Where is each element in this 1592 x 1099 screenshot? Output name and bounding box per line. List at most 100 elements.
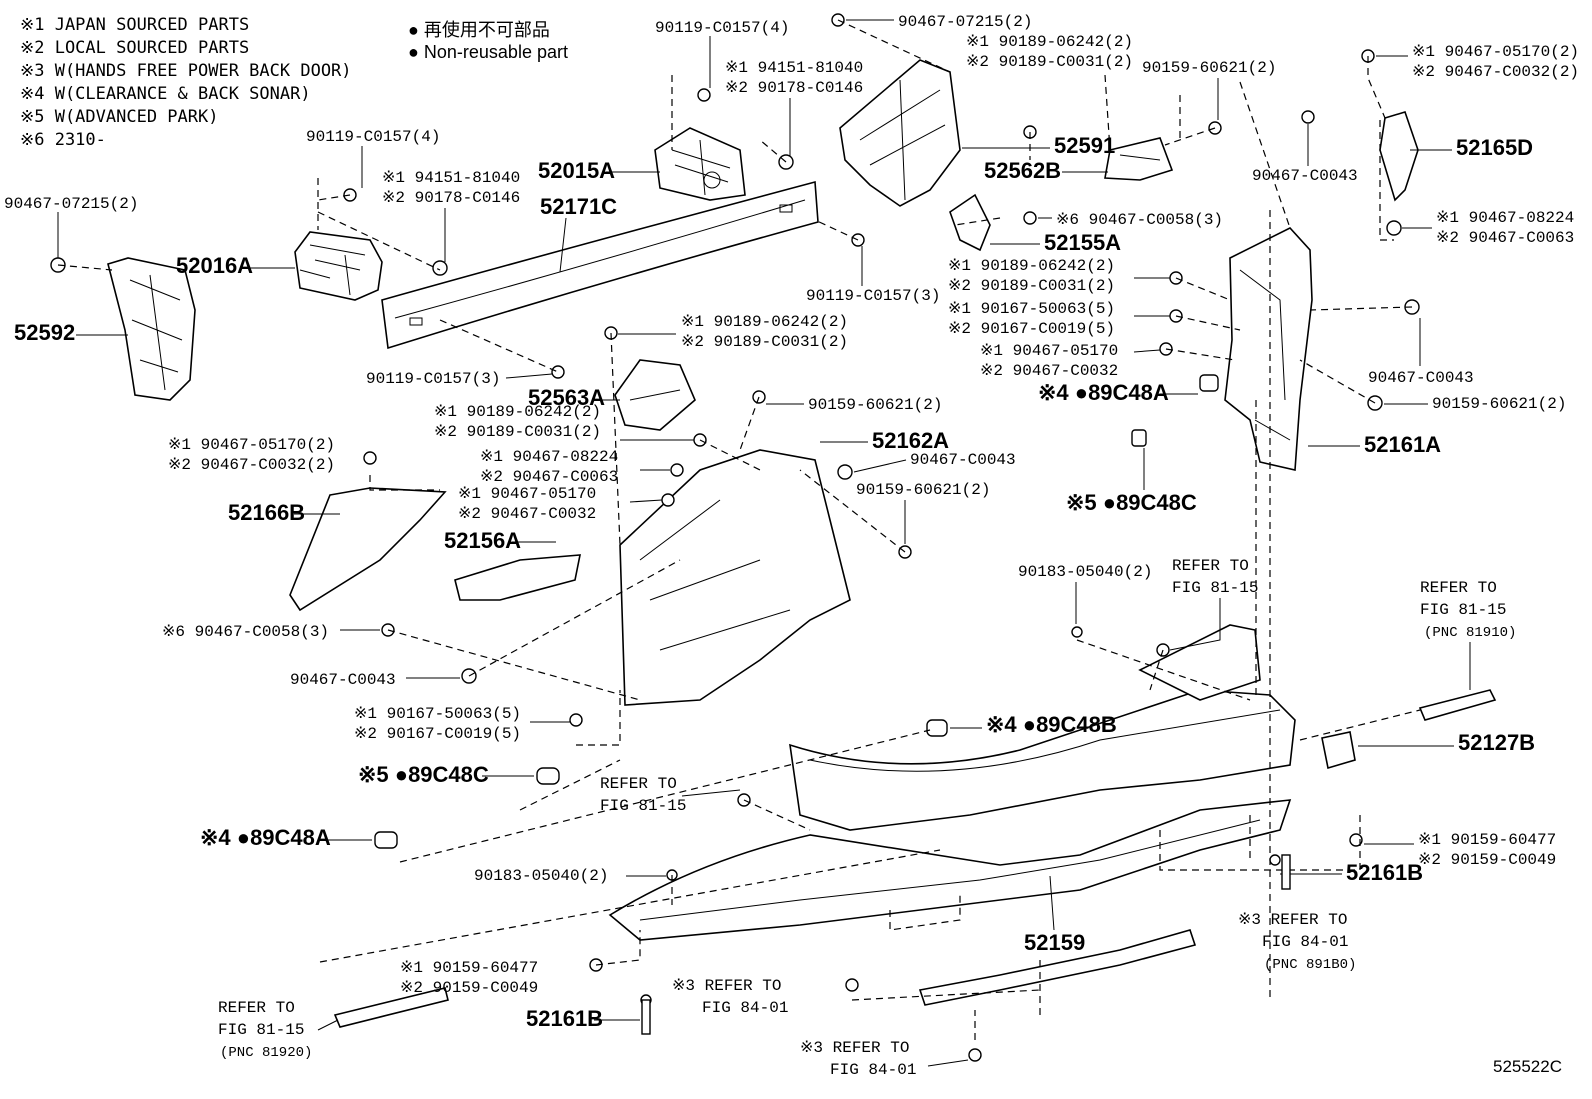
- callout-90167-50063-left: ※1 90167-50063(5): [354, 705, 521, 723]
- callout-52015A: 52015A: [538, 158, 615, 183]
- callout-90189-C0031-right: ※2 90189-C0031(2): [948, 277, 1115, 295]
- legend-note-1: ※1 JAPAN SOURCED PARTS: [20, 15, 250, 35]
- callout-90467-C0043-right: 90467-C0043: [1368, 369, 1474, 387]
- callout-refer-81-15-left-b: FIG 81-15: [218, 1021, 304, 1039]
- part-52016A-bracket: [294, 231, 383, 301]
- part-52162A-bracket: [619, 449, 851, 706]
- nonreusable-dot-icon: ●: [408, 42, 419, 62]
- part-reflector-left: [333, 987, 449, 1028]
- callout-90119-C0157-3-left: 90119-C0157(3): [366, 370, 500, 388]
- callout-90189-06242-top: ※1 90189-06242(2): [966, 33, 1133, 51]
- callout-90119-C0157-3-right: 90119-C0157(3): [806, 287, 940, 305]
- part-52592-bracket: [107, 257, 196, 401]
- part-52562B-retainer: [1104, 137, 1174, 181]
- callout-52591: 52591: [1054, 133, 1115, 158]
- callout-90189-C0031-mid: ※2 90189-C0031(2): [681, 333, 848, 351]
- callout-90467-C0063-left: ※2 90467-C0063: [480, 468, 618, 486]
- callout-90467-05170-top: ※1 90467-05170(2): [1412, 43, 1579, 61]
- callout-52166B: 52166B: [228, 500, 305, 525]
- callout-refer-81-15-right-b: FIG 81-15: [1420, 601, 1506, 619]
- sensor-89C48B-icon: [926, 719, 948, 737]
- callout-90189-06242-mid: ※1 90189-06242(2): [681, 313, 848, 331]
- callout-refer-81-15-mid-a: REFER TO: [1172, 557, 1249, 575]
- callout-pnc-81920: (PNC 81920): [220, 1045, 312, 1061]
- callout-52155A: 52155A: [1044, 230, 1121, 255]
- callout-90467-C0032-right: ※2 90467-C0032: [980, 362, 1118, 380]
- callout-pnc-891B0: (PNC 891B0): [1264, 957, 1356, 973]
- callout-refer-81-15-right-a: REFER TO: [1420, 579, 1497, 597]
- part-52159-lower-cover: [608, 799, 1292, 941]
- callout-refer-84-01-low-b: FIG 84-01: [830, 1061, 916, 1079]
- callout-90159-60621-low: 90159-60621(2): [856, 481, 990, 499]
- part-52015A-bracket: [654, 127, 746, 201]
- sensor-89C48A-right-icon: [1199, 374, 1219, 392]
- callout-89C48A-right: ※4 ●89C48A: [1038, 380, 1169, 405]
- callout-89C48B: ※4 ●89C48B: [986, 712, 1117, 737]
- assembly-dashed-lines: [57, 19, 1421, 1040]
- callout-90189-06242-right: ※1 90189-06242(2): [948, 257, 1115, 275]
- callout-90467-C0043-mid: 90467-C0043: [910, 451, 1016, 469]
- part-52156A-bracket: [454, 554, 581, 601]
- legend-note-5: ※5 W(ADVANCED PARK): [20, 107, 219, 127]
- callout-90189-C0031-top: ※2 90189-C0031(2): [966, 53, 1133, 71]
- callout-52161A: 52161A: [1364, 432, 1441, 457]
- callout-90178-C0146-left: ※2 90178-C0146: [382, 189, 520, 207]
- nonreusable-legend-en: ● Non-reusable part: [408, 42, 568, 62]
- callout-90467-C0032-left: ※2 90467-C0032(2): [168, 456, 335, 474]
- callout-90119-C0157-4-top: 90119-C0157(4): [655, 19, 789, 37]
- callout-refer-81-15-low-b: FIG 81-15: [600, 797, 686, 815]
- callout-52161B-left: 52161B: [526, 1006, 603, 1031]
- callout-90159-C0049-right: ※2 90159-C0049: [1418, 851, 1556, 869]
- sensor-89C48C-right-icon: [1131, 429, 1147, 447]
- callout-refer-84-01-right-a: ※3 REFER TO: [1238, 911, 1347, 929]
- callout-52162A: 52162A: [872, 428, 949, 453]
- callout-90467-08224-right: ※1 90467-08224: [1436, 209, 1574, 227]
- nonreusable-legend-jp: ● 再使用不可部品: [408, 20, 550, 40]
- callout-52016A: 52016A: [176, 253, 253, 278]
- sensor-89C48C-icon: [536, 767, 560, 785]
- legend-note-2: ※2 LOCAL SOURCED PARTS: [20, 38, 250, 58]
- screw-52161B-right-icon: [1281, 854, 1291, 890]
- callout-90159-60477-right: ※1 90159-60477: [1418, 831, 1556, 849]
- callout-90159-60621-top: 90159-60621(2): [1142, 59, 1276, 77]
- callout-90183-05040-top: 90183-05040(2): [1018, 563, 1152, 581]
- callout-90467-C0043-left: 90467-C0043: [290, 671, 396, 689]
- callout-90467-07215-top: 90467-07215(2): [898, 13, 1032, 31]
- part-52591-bracket: [839, 59, 961, 207]
- callout-90467-05170-left: ※1 90467-05170(2): [168, 436, 335, 454]
- callout-refer-84-01-right-b: FIG 84-01: [1262, 933, 1348, 951]
- callout-90467-C0058-left: ※6 90467-C0058(3): [162, 623, 329, 641]
- callout-90167-50063-right: ※1 90167-50063(5): [948, 300, 1115, 318]
- callout-90467-05170-right: ※1 90467-05170: [980, 342, 1118, 360]
- callout-90183-05040-low: 90183-05040(2): [474, 867, 608, 885]
- callout-52562B: 52562B: [984, 158, 1061, 183]
- callout-90467-C0058-right: ※6 90467-C0058(3): [1056, 211, 1223, 229]
- callout-90167-C0019-right: ※2 90167-C0019(5): [948, 320, 1115, 338]
- callout-52563A: 52563A: [528, 385, 605, 410]
- part-52127B-cap: [1321, 731, 1356, 770]
- callout-refer-84-01-mid-a: ※3 REFER TO: [672, 977, 781, 995]
- callout-90467-C0032-top: ※2 90467-C0032(2): [1412, 63, 1579, 81]
- callout-90467-08224-left: ※1 90467-08224: [480, 448, 618, 466]
- callout-refer-84-01-mid-b: FIG 84-01: [702, 999, 788, 1017]
- callout-89C48A-left: ※4 ●89C48A: [200, 825, 331, 850]
- callout-52161B-right: 52161B: [1346, 860, 1423, 885]
- part-52166B-bracket: [289, 487, 447, 612]
- callout-90119-C0157-4-left: 90119-C0157(4): [306, 128, 440, 146]
- part-52165D-bracket: [1379, 111, 1419, 202]
- screw-52161B-left-icon: [641, 999, 651, 1035]
- callout-refer-81-15-low-a: REFER TO: [600, 775, 677, 793]
- callout-refer-81-15-mid-b: FIG 81-15: [1172, 579, 1258, 597]
- callout-90167-C0019-left: ※2 90167-C0019(5): [354, 725, 521, 743]
- callout-94151-81040-top: ※1 94151-81040: [725, 59, 863, 77]
- part-bumper-cover-upper: [789, 624, 1296, 831]
- callout-90189-C0031-left: ※2 90189-C0031(2): [434, 423, 601, 441]
- callout-90467-C0063-right: ※2 90467-C0063: [1436, 229, 1574, 247]
- callout-refer-84-01-low-a: ※3 REFER TO: [800, 1039, 909, 1057]
- callout-90178-C0146-top: ※2 90178-C0146: [725, 79, 863, 97]
- callout-52156A: 52156A: [444, 528, 521, 553]
- legend-note-6: ※6 2310-: [20, 130, 106, 150]
- callout-pnc-81910: (PNC 81910): [1424, 625, 1516, 641]
- legend-note-3: ※3 W(HANDS FREE POWER BACK DOOR): [20, 61, 352, 81]
